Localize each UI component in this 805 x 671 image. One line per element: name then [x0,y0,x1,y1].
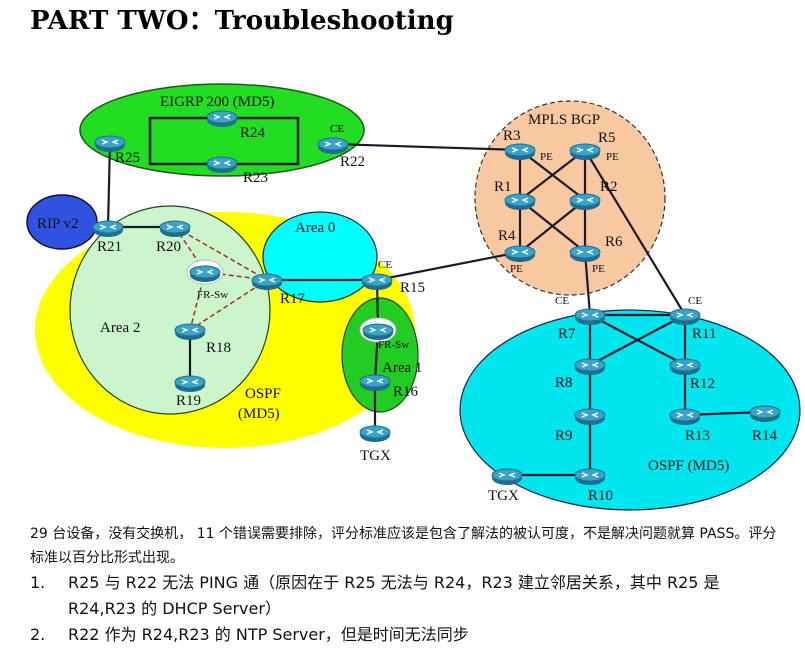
router-icon [361,273,393,290]
ospf-left-label: OSPF [245,386,281,402]
router-label-r18: R18 [206,340,231,356]
document-body: 29 台设备，没有交换机， 11 个错误需要排除，评分标准应该是包含了解法的被认… [30,522,790,648]
router-icon [92,220,124,237]
router-label-r16: R16 [393,384,419,400]
router-icon [504,143,536,160]
router-label-r17: R17 [280,291,306,307]
router-label-r10: R10 [588,488,613,504]
router-label-r14: R14 [752,428,778,444]
router-icon [669,358,701,375]
frame-relay-switch-icon [186,259,224,285]
router-icon [749,405,781,422]
frsw-label-2: FR-Sw [378,339,409,351]
router-label-tgx-left: TGX [360,448,391,464]
network-topology-diagram: EIGRP 200 (MD5) RIP v2 Area 0 Area 1 Are… [26,83,801,511]
router-label-r23: R23 [243,170,268,186]
frsw-label-1: FR-Sw [197,289,228,301]
link-R5-R1 [519,149,586,201]
router-label-r20: R20 [156,239,181,255]
router-label-r22: R22 [340,154,365,170]
router-icon [504,193,536,210]
page-title: PART TWO：Troubleshooting [30,6,454,36]
router-label-r6: R6 [605,234,623,250]
link-R5-R11 [584,149,686,316]
router-icon [569,193,601,210]
link-R22-R3 [332,142,521,152]
item-text: R25 与 R22 无法 PING 通（原因在于 R25 无法与 R24，R23… [68,573,720,618]
link-R18-R17 [189,279,268,331]
router-icon [574,358,606,375]
router-label-r21: R21 [97,239,122,255]
item-text: R22 作为 R24,R23 的 NTP Server，但是时间无法同步 [68,625,469,644]
link-R2-R4 [519,199,586,253]
router-label-r25: R25 [115,150,140,166]
router-icon [669,308,701,325]
rip-domain [26,194,98,250]
link-R20-R17 [174,226,268,281]
intro-paragraph: 29 台设备，没有交换机， 11 个错误需要排除，评分标准应该是包含了解法的被认… [30,526,777,566]
rip-label: RIP v2 [37,216,79,232]
ce-tag-r7: CE [555,295,569,307]
router-label-r19: R19 [176,393,201,409]
ce-tag-r22: CE [330,123,344,135]
router-icon [174,323,206,340]
item-number: 2. [30,625,46,644]
router-icon [669,408,701,425]
router-label-r9: R9 [555,428,573,444]
router-icon [174,375,206,392]
pe-tag-r5: PE [606,151,619,163]
link-R11-R8 [589,314,686,366]
ce-tag-r15: CE [378,259,392,271]
area2-label: Area 2 [100,320,140,336]
link-R6-R7 [583,251,592,316]
router-label-r13: R13 [685,428,710,444]
router-icon [504,245,536,262]
router-label-r7: R7 [558,326,576,342]
router-icon [574,408,606,425]
ospf-right-label: OSPF (MD5) [648,458,729,474]
issue-item-1: 1. R25 与 R22 无法 PING 通（原因在于 R25 无法与 R24，R… [30,570,790,622]
router-icon [574,308,606,325]
router-icon [159,220,191,237]
link-R15-R4 [376,250,521,282]
router-label-r4: R4 [498,228,516,244]
router-icon [359,425,391,442]
ce-tag-r11: CE [688,295,702,307]
router-label-tgx-right: TGX [488,488,519,504]
router-label-r5: R5 [598,130,616,146]
router-label-r24: R24 [240,125,266,141]
router-label-r12: R12 [690,376,715,392]
router-label-r8: R8 [555,375,573,391]
ospf-right-domain [459,309,801,511]
router-icon [574,468,606,485]
router-label-r1: R1 [494,179,512,195]
router-label-r2: R2 [600,179,618,195]
pe-tag-r4: PE [510,263,523,275]
eigrp-label: EIGRP 200 (MD5) [160,94,274,110]
area2-domain [69,205,271,415]
frame-relay-switch-icon [359,317,397,343]
router-icon [206,156,238,173]
pe-tag-r6: PE [592,263,605,275]
router-icon [251,273,283,290]
item-number: 1. [30,573,46,592]
router-icon [491,468,523,485]
router-label-r15: R15 [400,280,425,296]
router-icon [206,110,238,127]
router-icon [94,135,126,152]
area0-label: Area 0 [295,220,335,236]
ospf-left-md5-label: (MD5) [238,406,280,422]
link-R25-R21 [106,141,112,228]
router-icon [569,143,601,160]
router-icon [569,245,601,262]
area1-label: Area 1 [382,360,422,376]
mpls-label: MPLS BGP [528,112,600,128]
pe-tag-r3: PE [540,151,553,163]
router-icon [359,374,391,391]
router-label-r11: R11 [692,326,716,342]
router-icon [317,137,349,154]
router-label-r3: R3 [503,128,521,144]
issue-item-2: 2. R22 作为 R24,R23 的 NTP Server，但是时间无法同步 [30,622,790,648]
